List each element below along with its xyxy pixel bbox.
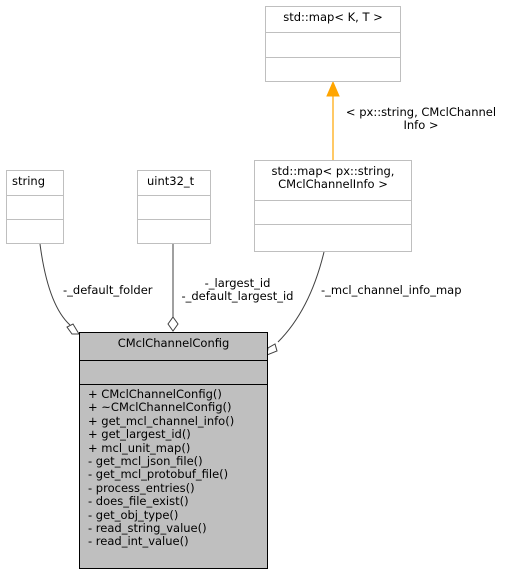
default-folder-edge xyxy=(39,243,71,326)
string-attributes xyxy=(7,195,63,219)
method-item: - read_string_value() xyxy=(88,521,207,536)
channel-map-class-name: std::map< px::string, CMclChannelInfo > xyxy=(255,161,411,200)
method-item: + get_largest_id() xyxy=(88,427,191,442)
template-map-attributes xyxy=(266,32,400,57)
channel-map-class[interactable]: std::map< px::string, CMclChannelInfo > xyxy=(254,160,412,252)
method-item: - get_mcl_protobuf_file() xyxy=(88,467,229,482)
largest-id-diamond xyxy=(167,316,179,332)
string-methods xyxy=(7,219,63,247)
string-class[interactable]: string xyxy=(6,170,64,244)
channel-info-map-diamond xyxy=(266,343,278,356)
channel-map-class-name-line1: std::map< px::string, xyxy=(271,164,395,178)
uint32-class-name: uint32_t xyxy=(147,174,195,188)
method-item: - does_file_exist() xyxy=(88,494,189,509)
method-item: - read_int_value() xyxy=(88,534,189,549)
main-class-attributes xyxy=(80,360,267,384)
string-class-name: string xyxy=(12,174,46,188)
channel-info-map-edge xyxy=(277,251,325,343)
largest-id-label: -_largest_id -_default_largest_id xyxy=(170,277,305,303)
main-class-methods: + CMclChannelConfig()+ ~CMclChannelConfi… xyxy=(80,384,267,572)
channel-info-map-label: -_mcl_channel_info_map xyxy=(321,283,462,297)
method-item: + CMclChannelConfig() xyxy=(88,387,222,401)
method-item: - process_entries() xyxy=(88,480,195,495)
uint32-methods xyxy=(138,219,210,247)
method-item: + ~CMclChannelConfig() xyxy=(88,400,232,415)
template-binding-label-line2: Info > xyxy=(403,118,439,132)
channel-map-methods xyxy=(255,224,411,254)
template-binding-label: < px::string, CMclChannel Info > xyxy=(331,106,511,132)
uint32-class[interactable]: uint32_t xyxy=(137,170,211,244)
channel-map-class-name-line2: CMclChannelInfo > xyxy=(278,177,388,191)
largest-id-label-line1: -_largest_id xyxy=(204,276,271,290)
main-class-name: CMclChannelConfig xyxy=(117,336,230,350)
template-binding-label-line1: < px::string, CMclChannel xyxy=(345,105,497,119)
method-item: + get_mcl_channel_info() xyxy=(88,413,235,428)
main-class[interactable]: CMclChannelConfig + CMclChannelConfig()+… xyxy=(79,332,268,569)
largest-id-label-line2: -_default_largest_id xyxy=(181,289,294,303)
channel-map-attributes xyxy=(255,200,411,224)
template-map-class[interactable]: std::map< K, T > xyxy=(265,6,401,82)
method-item: - get_obj_type() xyxy=(88,507,179,522)
template-map-methods xyxy=(266,57,400,85)
template-binding-arrowhead xyxy=(326,80,340,97)
default-folder-diamond xyxy=(66,323,80,335)
method-item: - get_mcl_json_file() xyxy=(88,454,203,469)
default-folder-label: -_default_folder xyxy=(63,283,153,297)
method-item: + mcl_unit_map() xyxy=(88,440,191,455)
uint32-attributes xyxy=(138,195,210,219)
template-map-class-name: std::map< K, T > xyxy=(283,10,383,24)
